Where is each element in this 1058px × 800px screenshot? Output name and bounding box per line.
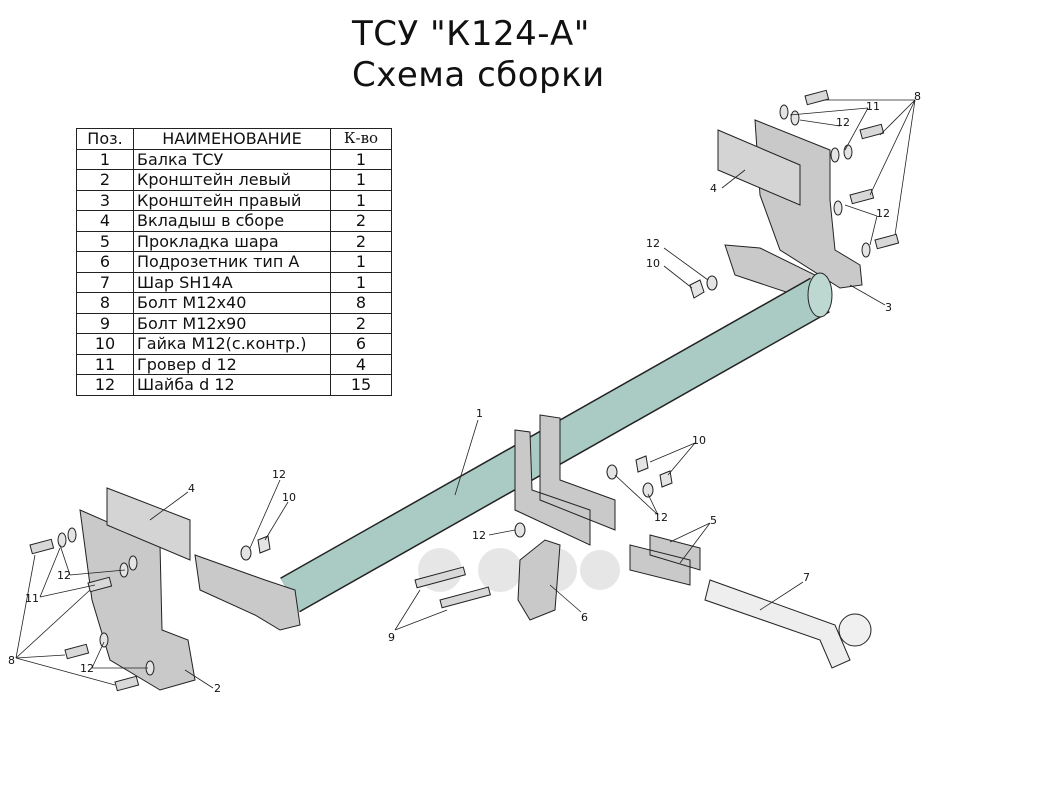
right-insert-plate	[717, 129, 801, 206]
ball-spacers	[629, 534, 701, 586]
row-name: Кронштейн левый	[133, 169, 331, 191]
row-qty: 15	[330, 374, 392, 396]
callout: 12	[836, 116, 850, 129]
ball-mount-bracket	[514, 414, 616, 546]
callout: 8	[914, 90, 921, 103]
callout: 12	[57, 569, 71, 582]
callout: 12	[272, 468, 286, 481]
row-qty: 2	[330, 230, 392, 252]
callout: 11	[866, 100, 880, 113]
callout: 4	[188, 482, 195, 495]
row-name: Болт М12х90	[133, 312, 331, 334]
callout-labels: 8 11 12 4 12 3 12 10 1 10 12 5 7 6 9 12 …	[8, 90, 921, 695]
callout: 3	[885, 301, 892, 314]
left-insert-plate	[106, 487, 191, 561]
callout: 7	[803, 571, 810, 584]
callout: 4	[710, 182, 717, 195]
diagram-subtitle: Схема сборки	[352, 55, 605, 95]
bolts	[29, 89, 900, 692]
callout: 6	[581, 611, 588, 624]
row-name: Прокладка шара	[133, 230, 331, 252]
callout: 8	[8, 654, 15, 667]
diagram-title: ТСУ "К124-А"	[352, 14, 590, 54]
callout: 9	[388, 631, 395, 644]
callout: 12	[646, 237, 660, 250]
callout: 11	[25, 592, 39, 605]
callout: 10	[646, 257, 660, 270]
row-name: Балка ТСУ	[133, 148, 331, 170]
tow-beam	[280, 272, 833, 613]
left-bracket	[79, 509, 196, 691]
callout: 12	[472, 529, 486, 542]
leader-lines	[15, 99, 916, 689]
row-name: Вкладыш в сборе	[133, 210, 331, 232]
callout: 2	[214, 682, 221, 695]
row-name: Гайка М12(с.контр.)	[133, 333, 331, 355]
row-name: Подрозетник тип А	[133, 251, 331, 273]
table-header-row: Поз. НАИМЕНОВАНИЕ К-во	[76, 128, 392, 150]
washers-and-nuts	[57, 104, 871, 676]
callout: 12	[654, 511, 668, 524]
row-name: Шайба d 12	[133, 374, 331, 396]
left-flange	[194, 554, 301, 631]
header-pos: Поз.	[76, 128, 134, 150]
socket-plate	[517, 539, 561, 621]
callout: 12	[80, 662, 94, 675]
row-pos: 11	[76, 353, 134, 375]
tow-ball	[704, 579, 872, 669]
callout: 10	[282, 491, 296, 504]
callout: 5	[710, 514, 717, 527]
callout: 10	[692, 434, 706, 447]
callout: 1	[476, 407, 483, 420]
callout: 12	[876, 207, 890, 220]
